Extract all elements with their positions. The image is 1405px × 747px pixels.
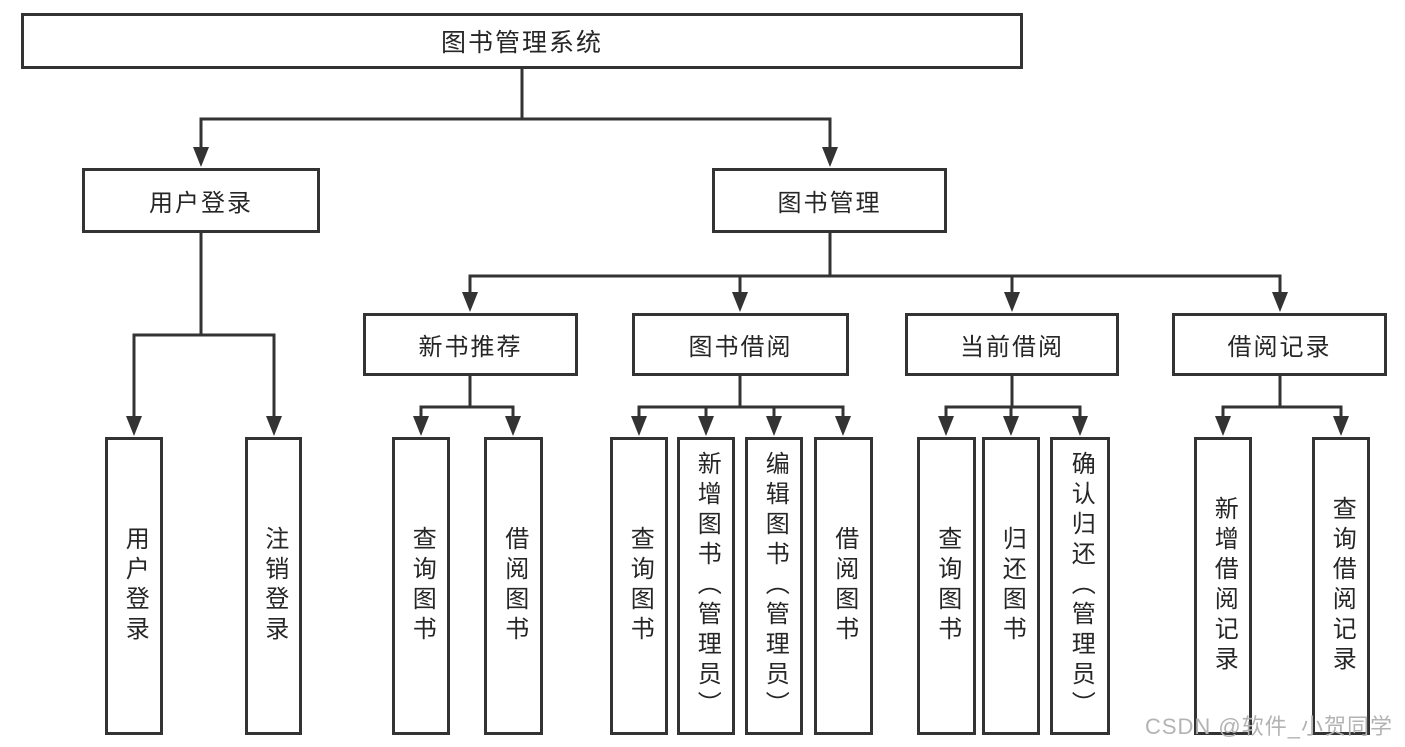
node-label: 新增借阅记录 [1210, 496, 1238, 676]
node-label: 用户登录 [149, 190, 253, 217]
arrowhead-icon [1215, 416, 1231, 436]
leaf-return-book: 归还图书 [982, 437, 1040, 735]
node-borrow-records: 借阅记录 [1172, 313, 1387, 376]
leaf-query-book-current: 查询图书 [917, 437, 976, 735]
node-book-borrow: 图书借阅 [632, 313, 849, 376]
node-label: 归还图书 [998, 526, 1026, 646]
node-label: 查询图书 [408, 526, 436, 646]
node-label: 借阅图书 [500, 526, 528, 646]
node-label: 编辑图书（管理员） [761, 451, 789, 721]
node-new-book-recommend: 新书推荐 [363, 313, 578, 376]
node-book-management: 图书管理 [712, 168, 947, 233]
leaf-confirm-return-admin: 确认归还（管理员） [1050, 437, 1110, 735]
node-user-login-branch: 用户登录 [82, 168, 320, 233]
node-label: 查询图书 [933, 526, 961, 646]
node-label: 当前借阅 [960, 334, 1064, 361]
node-label: 新书推荐 [418, 334, 523, 361]
node-label: 图书管理 [777, 190, 882, 217]
node-label: 借阅图书 [830, 526, 858, 646]
arrowhead-icon [1333, 416, 1349, 436]
leaf-query-book-recommend: 查询图书 [392, 437, 450, 735]
leaf-query-book-borrow: 查询图书 [610, 437, 668, 735]
arrowhead-icon [1004, 292, 1020, 312]
node-label: 新增图书（管理员） [693, 451, 721, 721]
arrowhead-icon [1072, 416, 1088, 436]
arrowhead-icon [462, 292, 478, 312]
leaf-borrow-book: 借阅图书 [814, 437, 873, 735]
node-label: 借阅记录 [1227, 334, 1332, 361]
leaf-logout: 注销登录 [245, 437, 302, 735]
leaf-borrow-book-recommend: 借阅图书 [484, 437, 543, 735]
node-label: 确认归还（管理员） [1067, 451, 1095, 721]
leaf-user-login: 用户登录 [105, 437, 163, 735]
arrowhead-icon [266, 416, 282, 436]
arrowhead-icon [1003, 416, 1019, 436]
node-label: 注销登录 [260, 526, 288, 646]
arrowhead-icon [505, 416, 521, 436]
node-label: 查询图书 [626, 526, 654, 646]
node-label: 图书管理系统 [440, 29, 603, 57]
node-label: 用户登录 [121, 526, 149, 646]
arrowhead-icon [938, 416, 954, 436]
arrowhead-icon [126, 416, 142, 436]
arrowhead-icon [766, 416, 782, 436]
arrowhead-icon [1272, 292, 1288, 312]
arrowhead-icon [822, 147, 838, 167]
node-root: 图书管理系统 [21, 13, 1023, 69]
arrowhead-icon [835, 416, 851, 436]
arrowhead-icon [413, 416, 429, 436]
arrowhead-icon [631, 416, 647, 436]
leaf-add-borrow-record: 新增借阅记录 [1194, 437, 1252, 735]
node-label: 查询借阅记录 [1328, 496, 1356, 676]
arrowhead-icon [193, 147, 209, 167]
arrowhead-icon [732, 292, 748, 312]
arrowhead-icon [698, 416, 714, 436]
node-label: 图书借阅 [688, 334, 793, 361]
leaf-query-borrow-record: 查询借阅记录 [1312, 437, 1370, 735]
leaf-edit-book-admin: 编辑图书（管理员） [745, 437, 803, 735]
node-current-borrow: 当前借阅 [905, 313, 1119, 376]
leaf-add-book-admin: 新增图书（管理员） [677, 437, 735, 735]
